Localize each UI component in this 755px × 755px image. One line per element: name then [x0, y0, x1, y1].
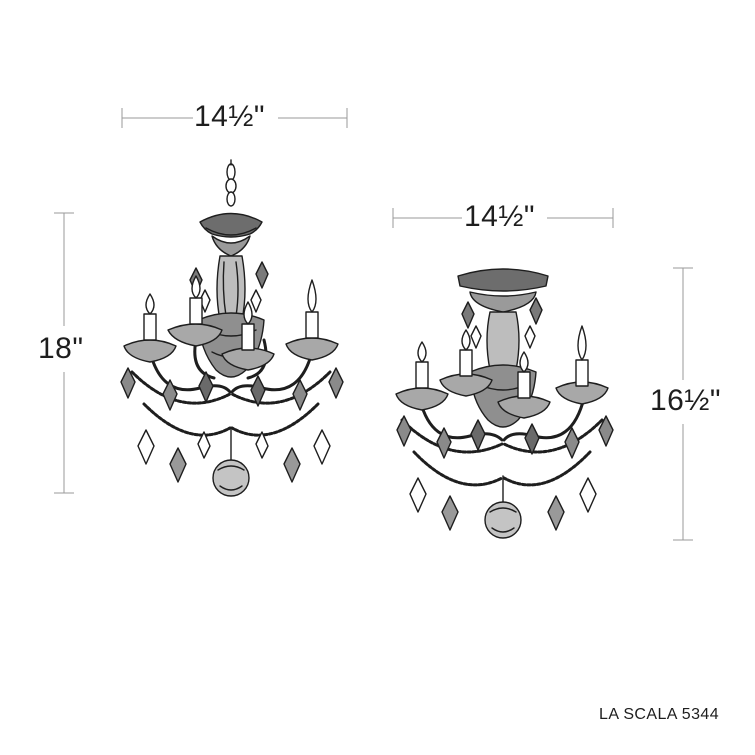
flush-height-dimension-line	[673, 267, 693, 541]
flush-height-label: 16½"	[650, 384, 722, 417]
hanging-height-label: 18"	[38, 332, 84, 365]
flush-mount-chandelier-illustration	[395, 268, 614, 539]
hanging-chandelier-illustration	[120, 159, 344, 497]
hanging-width-dimension-line	[121, 108, 348, 128]
hanging-width-label: 14½"	[194, 100, 266, 133]
hanging-height-dimension-line	[54, 212, 74, 494]
chain	[225, 159, 237, 207]
flush-width-dimension-line	[392, 208, 614, 228]
flush-width-label: 14½"	[464, 200, 536, 233]
product-caption: LA SCALA 5344	[599, 706, 719, 723]
